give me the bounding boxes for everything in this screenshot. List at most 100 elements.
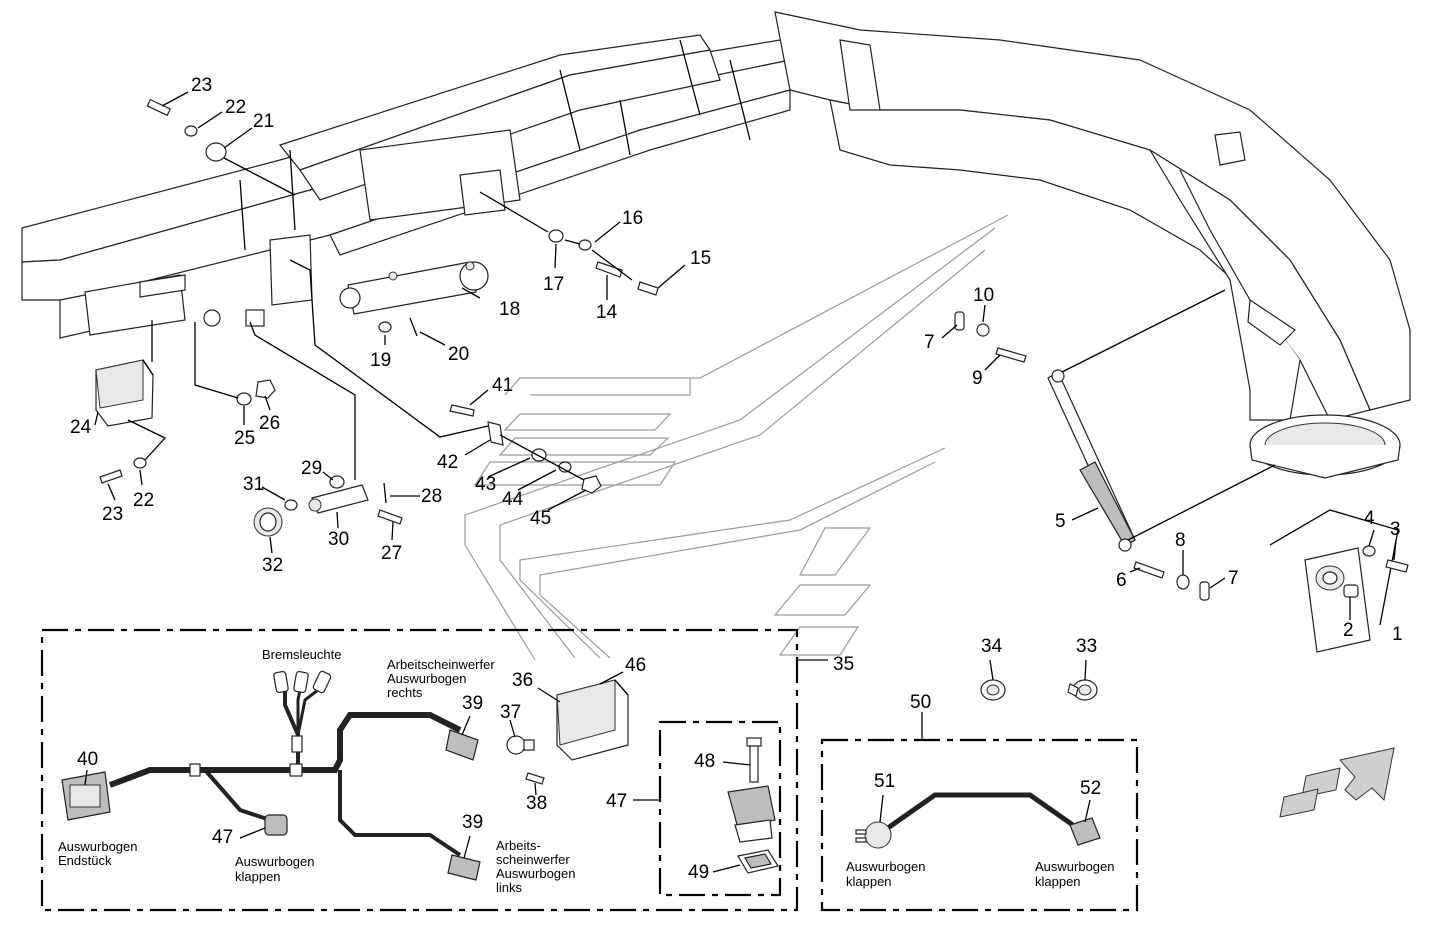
clamp-33 [1067, 679, 1098, 701]
part-number: 23 [102, 504, 123, 525]
part-number: 3 [1390, 519, 1401, 540]
label-klappen-left-1: Auswurbogen [846, 859, 926, 874]
bracket-1 [1304, 547, 1371, 653]
part-number: 38 [526, 793, 547, 814]
pin-6 [1133, 561, 1165, 579]
pin-20 [409, 317, 418, 337]
part-number: 32 [262, 555, 283, 576]
part-number: 35 [833, 654, 854, 675]
harness-kit-35 [40, 628, 828, 912]
bolt-23-top [146, 98, 172, 117]
lamp-46 [556, 679, 629, 761]
connector-47-harness [264, 814, 288, 836]
fuse-38 [525, 772, 545, 785]
part-number: 49 [688, 862, 709, 883]
roller-32 [253, 507, 283, 537]
bolt-48 [746, 737, 762, 783]
hydraulic-cylinder-18 [339, 261, 489, 315]
part-number: 40 [77, 749, 98, 770]
washer-8 [1176, 574, 1190, 590]
part-number: 46 [625, 655, 646, 676]
label-klappen-harness-2: klappen [235, 869, 281, 884]
machine-frame-sketch [21, 11, 1411, 479]
harness-kit-50 [820, 712, 1139, 912]
label-klappen-right-1: Auswurbogen [1035, 859, 1115, 874]
part-number: 15 [690, 248, 711, 269]
part-number: 23 [191, 75, 212, 96]
part-number: 43 [475, 474, 496, 495]
washer-16 [578, 239, 592, 251]
part-number: 47 [606, 791, 627, 812]
part-number: 14 [596, 302, 618, 323]
part-number: 16 [622, 208, 643, 229]
label-arbeit-links-3: Auswurbogen [496, 866, 576, 881]
part-number: 17 [543, 274, 564, 295]
part-number: 22 [133, 490, 154, 511]
part-number: 28 [421, 486, 442, 507]
harness-labels: Bremsleuchte Arbeitscheinwerfer Auswurbo… [58, 647, 1115, 895]
part-number: 51 [874, 771, 895, 792]
part-number: 41 [492, 375, 513, 396]
gas-spring-5 [1047, 369, 1136, 552]
label-endstueck-2: Endstück [58, 853, 112, 868]
pin-27 [377, 509, 403, 525]
part-number: 47 [212, 827, 233, 848]
part-number: 45 [530, 508, 551, 529]
bolt-41 [449, 404, 475, 417]
part-number: 39 [462, 693, 483, 714]
washer-22-top [184, 125, 198, 137]
washer-29 [329, 475, 345, 489]
pin-14 [595, 261, 623, 278]
bolt-15 [637, 281, 659, 296]
label-arbeit-links-2: scheinwerfer [496, 852, 570, 867]
pin-9 [995, 347, 1027, 363]
clamp-34 [980, 679, 1006, 701]
connector-52 [1069, 817, 1101, 846]
part-number: 48 [694, 751, 715, 772]
part-number: 18 [499, 299, 520, 320]
connector-39-right [445, 729, 479, 761]
part-number: 44 [502, 489, 524, 510]
part-number: 29 [301, 458, 322, 479]
label-endstueck-1: Auswurbogen [58, 839, 138, 854]
label-bremsleuchte: Bremsleuchte [262, 647, 341, 662]
part-number: 6 [1116, 570, 1127, 591]
part-number: 25 [234, 428, 255, 449]
bulb-37 [506, 735, 535, 755]
label-arbeit-rechts-2: Auswurbogen [387, 671, 467, 686]
label-arbeit-links-1: Arbeits- [496, 838, 541, 853]
work-lamp-24 [95, 359, 154, 427]
part-number: 50 [910, 692, 931, 713]
part-number: 9 [972, 368, 983, 389]
part-number: 42 [437, 452, 458, 473]
parts-sketch [95, 98, 1409, 818]
nut-26 [255, 379, 276, 399]
part-number: 19 [370, 350, 391, 371]
part-number: 10 [973, 285, 994, 306]
connector-51 [855, 821, 892, 849]
part-number: 36 [512, 670, 533, 691]
label-klappen-left-2: klappen [846, 874, 892, 889]
bracket-42 [487, 421, 504, 446]
part-number: 20 [448, 344, 469, 365]
part-number: 37 [500, 702, 521, 723]
ring-21 [205, 142, 227, 162]
part-number: 2 [1343, 620, 1354, 641]
part-number: 21 [253, 111, 274, 132]
bolt-23-bottom [99, 469, 123, 484]
seal-49 [737, 849, 779, 874]
part-number: 30 [328, 529, 349, 550]
leader-lines [84, 91, 1397, 873]
washer-25 [236, 392, 252, 406]
clip-7-top [954, 311, 965, 331]
part-number: 7 [924, 332, 935, 353]
plug-47-inner [727, 785, 776, 843]
washer-22-bottom [133, 457, 147, 469]
part-number: 27 [381, 543, 402, 564]
label-arbeit-links-4: links [496, 880, 523, 895]
part-number: 5 [1055, 511, 1066, 532]
connector-40 [61, 771, 111, 821]
bushing-2 [1343, 584, 1359, 598]
washer-10 [976, 323, 990, 337]
